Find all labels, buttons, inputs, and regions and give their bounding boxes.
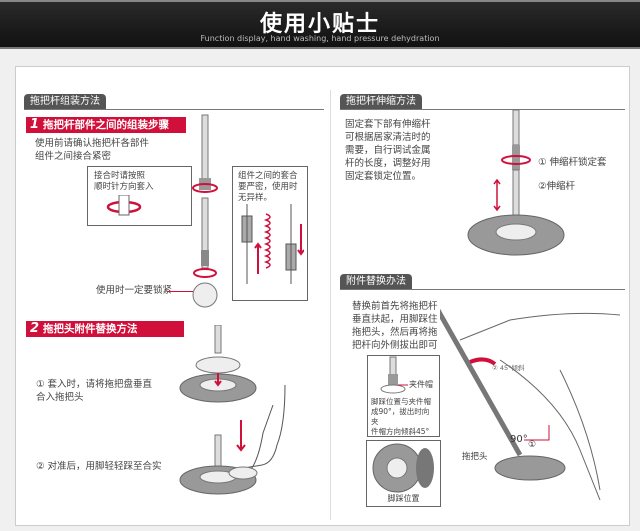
step1-number: 1 bbox=[30, 117, 40, 132]
step1-intro: 使用前请确认拖把杆各部件组件之间接合紧密 bbox=[35, 137, 149, 163]
head-label: 拖把头 bbox=[462, 452, 488, 462]
step1-title: 拖把杆部件之间的组装步骤 bbox=[43, 119, 170, 131]
step2-item1: ① 套入时，请将拖把盘垂直合入拖把头 bbox=[36, 378, 152, 404]
text-line: 拖把头，然后再将拖 bbox=[352, 327, 438, 338]
clip-note-line: 脚踩位置与夹件帽 bbox=[371, 397, 431, 406]
text-line: 固定套下部有伸缩杆 bbox=[345, 119, 431, 130]
text-line: 固定套锁定位置。 bbox=[345, 171, 422, 182]
tab-replace: 附件替换办法 bbox=[340, 274, 412, 290]
clip-detail-box: 夹件帽 脚踩位置与夹件帽成90°，拔出时向夹件帽方向倾斜45° bbox=[367, 355, 440, 437]
divider bbox=[330, 90, 331, 520]
text-line: 把杆向外侧拔出即可 bbox=[352, 340, 438, 351]
item-line: ① 套入时，请将拖把盘垂直 bbox=[36, 379, 153, 390]
callout-line: 无异样。 bbox=[238, 193, 273, 203]
callout-line: 组件之间的套合 bbox=[238, 171, 298, 181]
intro-line: 使用前请确认拖把杆各部件 bbox=[35, 138, 150, 149]
tab-underline bbox=[340, 289, 625, 290]
lock-note: 使用时一定要锁紧 bbox=[96, 285, 173, 296]
angle-label: 90° bbox=[510, 434, 528, 445]
foot-position-box: 脚踩位置 bbox=[366, 440, 441, 507]
step2-title: 拖把头附件替换方法 bbox=[43, 323, 138, 335]
lock-note-leader bbox=[168, 291, 193, 292]
tab-underline bbox=[24, 109, 324, 110]
foot-position-illustration bbox=[372, 443, 434, 493]
clip-note-line: 成90°，拔出时向夹 bbox=[371, 407, 430, 426]
mop-pole-illustration bbox=[192, 114, 218, 308]
label-telescopic-rod: ②伸缩杆 bbox=[538, 181, 576, 192]
step-mark: ① bbox=[528, 440, 537, 450]
text-line: 可根据居家清洁时的 bbox=[345, 132, 431, 143]
clip-note: 脚踩位置与夹件帽成90°，拔出时向夹件帽方向倾斜45° bbox=[368, 396, 439, 438]
header-bar bbox=[0, 0, 640, 49]
replace-text: 替换前首先将拖把杆垂直扶起，用脚踩住拖把头，然后再将拖把杆向外侧拔出即可 bbox=[352, 300, 438, 352]
page-title: 使用小贴士 bbox=[259, 12, 380, 37]
content-panel bbox=[15, 66, 630, 526]
intro-line: 组件之间接合紧密 bbox=[35, 151, 112, 162]
foot-label: 脚踩位置 bbox=[387, 494, 420, 503]
callout-line: 顺时针方向套入 bbox=[94, 182, 154, 192]
tab-telescopic: 拖把杆伸缩方法 bbox=[340, 94, 422, 110]
label-lock-sleeve: ① 伸缩杆锁定套 bbox=[538, 157, 607, 168]
tab-underline bbox=[340, 109, 625, 110]
item-line: 合入拖把头 bbox=[36, 392, 84, 403]
callout-clockwise: 接合时请按照顺时针方向套入 bbox=[87, 166, 192, 226]
thread-illustration bbox=[241, 204, 305, 284]
tilt-label: ② 45°倾斜 bbox=[492, 364, 525, 372]
telescopic-text: 固定套下部有伸缩杆可根据居家清洁时的需要，自行调试金属杆的长度，调整好用固定套锁… bbox=[345, 118, 431, 183]
callout-line: 接合时请按照 bbox=[94, 171, 146, 181]
text-line: 需要，自行调试金属 bbox=[345, 145, 431, 156]
rotate-arrow-icon bbox=[106, 194, 142, 216]
page-subtitle: Function display, hand washing, hand pre… bbox=[200, 34, 440, 43]
step2-number: 2 bbox=[30, 321, 40, 336]
tab-assembly: 拖把杆组装方法 bbox=[24, 94, 106, 110]
mop-head-replace-illustration bbox=[179, 325, 286, 495]
clip-note-line: 件帽方向倾斜45° bbox=[371, 427, 430, 436]
callout-line: 要严密，使用时 bbox=[238, 182, 298, 192]
person-mop-illustration bbox=[440, 308, 621, 500]
clip-label: 夹件帽 bbox=[409, 380, 433, 389]
callout-fit: 组件之间的套合要严密，使用时无异样。 bbox=[232, 166, 308, 301]
clip-cap-illustration bbox=[380, 356, 408, 394]
step2-item2: ② 对准后，用脚轻轻踩至合实 bbox=[36, 461, 162, 472]
text-line: 杆的长度，调整好用 bbox=[345, 158, 431, 169]
text-line: 垂直扶起，用脚踩住 bbox=[352, 314, 438, 325]
telescopic-mop-illustration bbox=[467, 110, 565, 256]
text-line: 替换前首先将拖把杆 bbox=[352, 301, 438, 312]
